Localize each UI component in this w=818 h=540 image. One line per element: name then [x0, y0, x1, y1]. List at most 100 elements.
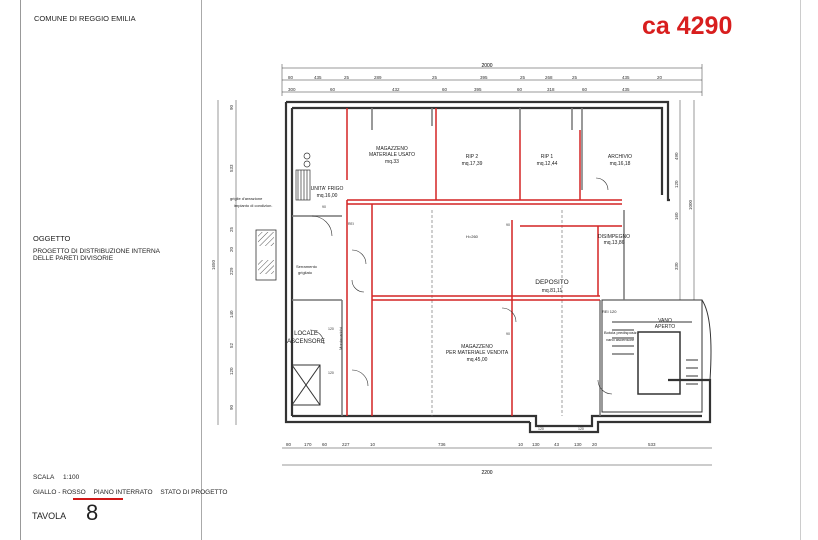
dim-top-9: 435	[622, 75, 630, 80]
serramento-note: Serramento	[296, 264, 318, 269]
dim-top-13: 432	[392, 87, 400, 92]
room-3-area: mq.16,18	[610, 161, 631, 167]
room-2-name: RIP 1	[541, 154, 554, 160]
dim-left-6: 52	[229, 342, 234, 348]
piano-label: PIANO INTERRATO	[93, 489, 153, 496]
door-swings	[309, 177, 613, 395]
dim-bottom-8: 43	[554, 442, 560, 447]
grille-hatch-top	[258, 232, 274, 246]
comune-label: COMUNE DI REGGIO EMILIA	[34, 14, 136, 23]
dim-right-4: 120	[674, 180, 679, 188]
dim-top-15: 395	[474, 87, 482, 92]
dim-bottom-5: 736	[438, 442, 446, 447]
dim-bottom-3: 227	[342, 442, 350, 447]
room-5-name: DISIMPEGNO	[598, 234, 630, 240]
room-labels: MAGAZZENO MATERIALE USATO mq.33 RIP 2 mq…	[287, 146, 675, 363]
dim-top-19: 435	[622, 87, 630, 92]
dim-top-6: 25	[520, 75, 526, 80]
dim-left-8: 90	[229, 404, 234, 410]
overall-bottom-dimension: 2200	[481, 470, 492, 476]
left-dimension-values: 90 533 25 20 229 140 52 120 90 1650	[211, 104, 234, 410]
floor-plan: 2000 80 435 25 289 25 395 25 268 25 435 …	[211, 63, 712, 476]
lift-shaft	[291, 364, 321, 406]
dim-bottom-4: 10	[370, 442, 376, 447]
sheet-right-edge	[800, 0, 801, 540]
dim-right-0: 490	[674, 152, 679, 160]
dim-top-14: 60	[442, 87, 448, 92]
dim-top-17: 318	[547, 87, 555, 92]
dim-top-2: 25	[344, 75, 350, 80]
overall-top-dimension: 2000	[481, 63, 492, 69]
room-7-name: MAGAZZENO	[461, 344, 493, 350]
dim-top-16: 60	[517, 87, 523, 92]
dim-bottom-11: 533	[648, 442, 656, 447]
left-dimension-lines	[217, 100, 237, 425]
room-5-area: mq.13,86	[604, 240, 625, 246]
grille-hatch-bottom	[258, 260, 274, 274]
dim-top-3: 289	[374, 75, 382, 80]
impianto-note: impianto di condizion.	[234, 203, 272, 208]
svg-text:90: 90	[506, 223, 510, 227]
dim-top-18: 60	[582, 87, 588, 92]
dim-bottom-6: 10	[518, 442, 524, 447]
room-4-name: UNITA' FRIGO	[311, 186, 344, 192]
grey-walls	[292, 108, 625, 416]
dim-left-1: 533	[229, 164, 234, 172]
svg-text:90: 90	[506, 332, 510, 336]
svg-text:120: 120	[538, 427, 544, 431]
dim-left-5: 140	[229, 310, 234, 318]
room-0-name: MAGAZZENO	[376, 146, 408, 152]
dim-right-1: 1000	[688, 199, 693, 210]
room-2-area: mq.12,44	[537, 161, 558, 167]
room-6-name: DEPOSITO	[535, 279, 568, 286]
room-4-area: mq.16,00	[317, 193, 338, 199]
red-partition-walls	[346, 108, 622, 416]
dim-top-5: 395	[480, 75, 488, 80]
room-9-name: VANO	[658, 318, 672, 324]
dim-left-9: 1650	[211, 259, 216, 270]
bottom-dimension-lines	[282, 447, 712, 466]
dim-bottom-1: 170	[304, 442, 312, 447]
room-8-sub: ASCENSORE	[287, 339, 325, 345]
dim-bottom-0: 80	[286, 442, 292, 447]
dim-right-3: 160	[674, 212, 679, 220]
scala-value: 1:100	[63, 474, 80, 481]
svg-text:90: 90	[322, 205, 326, 209]
dim-top-4: 25	[432, 75, 438, 80]
plan-notes: H=260 Montacarichi griglie d'areazione i…	[230, 196, 638, 350]
piano-underline	[73, 498, 123, 500]
dim-top-10: 20	[657, 75, 663, 80]
room-1-area: mq.17,39	[462, 161, 483, 167]
grigliato-note: grigliato	[298, 270, 313, 275]
outer-walls	[284, 100, 712, 434]
dim-bottom-2: 60	[322, 442, 328, 447]
sheet-left-border	[20, 0, 21, 540]
door-tags: REI 90 90 90 120 120 120 120	[322, 205, 584, 431]
right-dimension-values: 490 1000 330 160 120	[674, 152, 693, 270]
room-0-area: mq.33	[385, 159, 399, 165]
top-dimension-lines	[281, 64, 703, 96]
room-6-area: mq.81,11	[542, 288, 563, 294]
dim-left-0: 90	[229, 104, 234, 110]
oggetto-label: OGGETTO	[33, 234, 71, 243]
dim-left-7: 120	[229, 367, 234, 375]
tavola-number: 8	[86, 500, 99, 525]
svg-text:120: 120	[328, 371, 334, 375]
dim-top-12: 60	[330, 87, 336, 92]
dim-right-2: 330	[674, 262, 679, 270]
grille-panel	[255, 229, 277, 281]
colors-label: GIALLO - ROSSO	[33, 489, 86, 496]
dim-left-2: 25	[229, 226, 234, 232]
title-block-divider	[201, 0, 202, 540]
price-annotation: ca 4290	[642, 12, 733, 40]
dim-top-0: 80	[288, 75, 294, 80]
room-8-name: LOCALE	[294, 331, 318, 337]
vano-asc-note: vano ascensore	[606, 337, 635, 342]
scala-label: SCALA	[33, 474, 55, 481]
dim-left-4: 229	[229, 267, 234, 275]
oggetto-description: PROGETTO DI DISTRIBUZIONE INTERNA DELLE …	[33, 248, 160, 263]
cooling-unit	[295, 152, 311, 201]
tavola-label: TAVOLA	[32, 511, 67, 521]
room-7-sub: PER MATERIALE VENDITA	[446, 350, 509, 356]
rei-note: REI 120	[602, 309, 617, 314]
